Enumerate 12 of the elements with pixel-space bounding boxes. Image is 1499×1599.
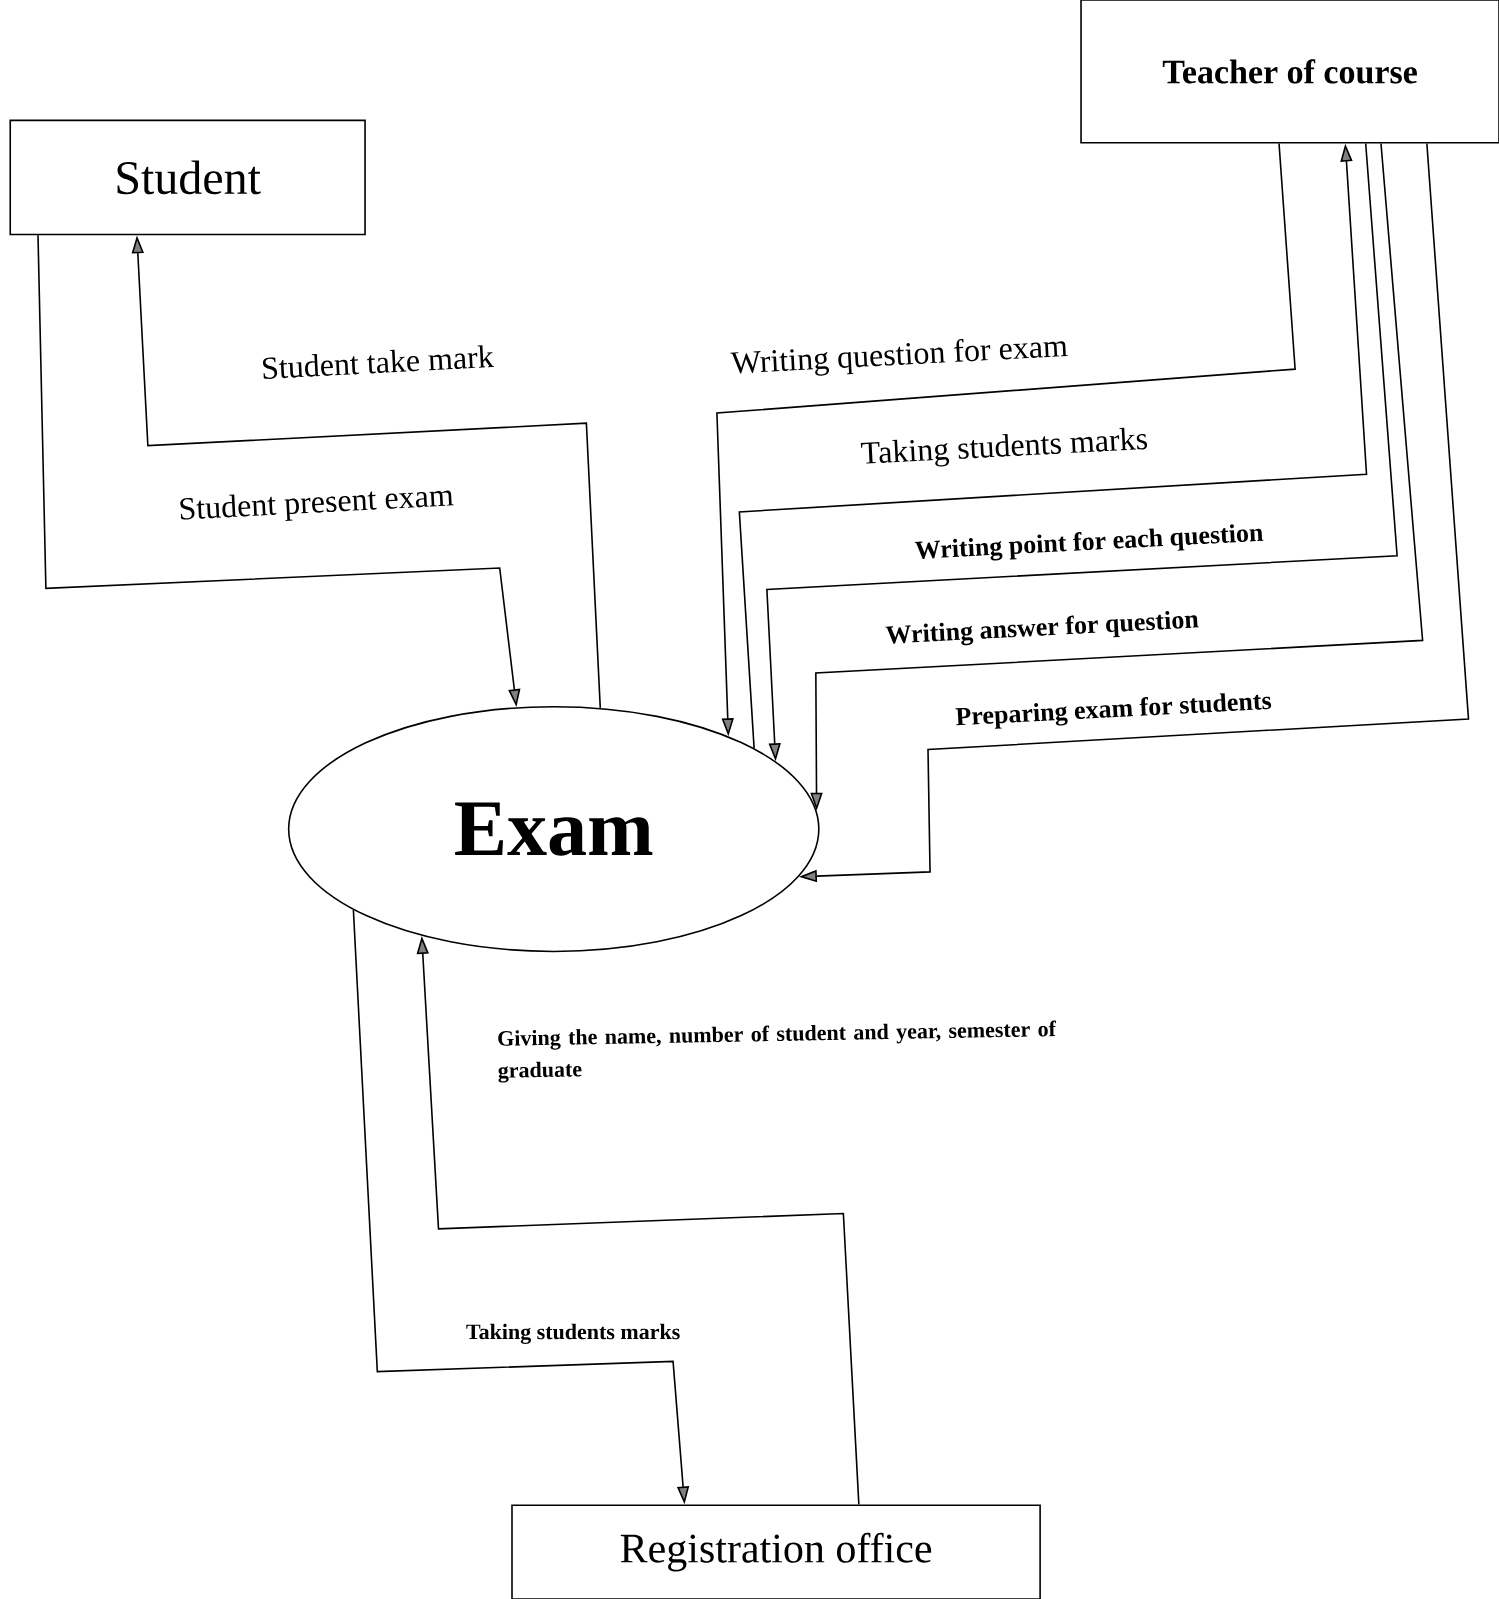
edge-label: Preparing exam for students <box>955 693 1272 729</box>
entity-box: Student <box>9 119 366 236</box>
edge-label: Taking students marks <box>466 1323 680 1344</box>
entity-box: Registration office <box>511 1504 1041 1599</box>
edge-label: Writing answer for question <box>885 610 1199 646</box>
edge-label: Writing question for exam <box>730 338 1068 376</box>
edge-label: Writing point for each question <box>914 524 1264 561</box>
edge-label: Taking students marks <box>860 427 1148 467</box>
edge-label: Student present exam <box>180 490 454 521</box>
entity-box: Teacher of course <box>1080 0 1499 144</box>
edge-label: Giving the name, number of student and year, semester of graduate <box>498 1020 1056 1083</box>
edge-label: Student take mark <box>262 345 495 379</box>
